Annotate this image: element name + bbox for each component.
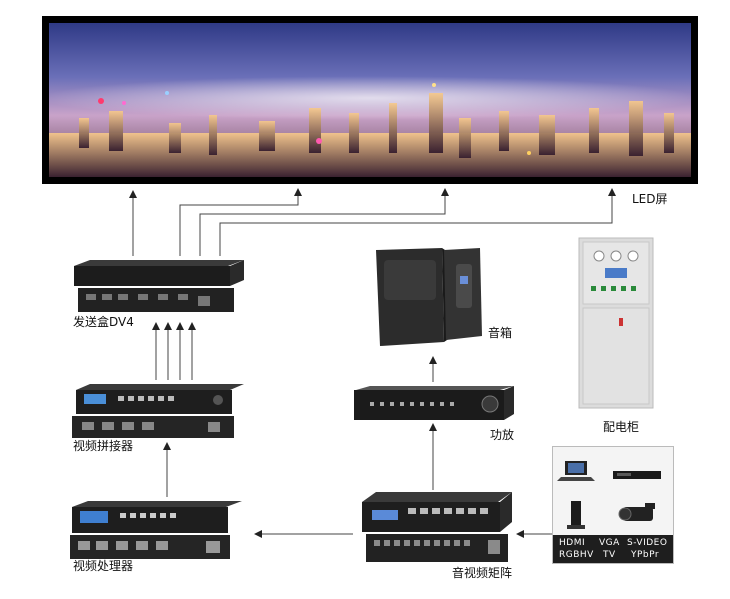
speaker-device xyxy=(376,248,482,346)
source-panel: HDMI VGA S-VIDEO RGBHV TV YPbPr xyxy=(552,446,674,564)
city-night-image xyxy=(49,23,691,177)
source-row2-col2: TV xyxy=(603,550,616,560)
led-screen-label: LED屏 xyxy=(632,192,668,206)
speaker-label: 音箱 xyxy=(488,326,513,340)
video-splicer-device xyxy=(72,384,244,438)
laptop-icon xyxy=(557,461,595,481)
source-row2-col1: RGBHV xyxy=(559,550,594,560)
source-row1-col1: HDMI xyxy=(559,538,586,548)
source-row2-col3: YPbPr xyxy=(631,550,660,560)
amplifier-label: 功放 xyxy=(490,428,515,442)
distribution-cabinet-device xyxy=(578,237,654,409)
video-splicer-label: 视频拼接器 xyxy=(73,439,134,453)
video-processor-device xyxy=(70,501,242,559)
dvd-player-icon xyxy=(613,471,661,479)
source-devices-image xyxy=(557,461,661,529)
source-row1-col2: VGA xyxy=(599,538,620,548)
sender-box-device xyxy=(74,260,244,312)
tv-box-icon xyxy=(567,501,585,529)
sender-box-label: 发送盒DV4 xyxy=(73,315,134,329)
camcorder-icon xyxy=(618,503,655,521)
distribution-cabinet-label: 配电柜 xyxy=(603,420,640,434)
video-processor-label: 视频处理器 xyxy=(73,559,134,573)
source-label-strip: HDMI VGA S-VIDEO RGBHV TV YPbPr xyxy=(553,535,673,563)
led-screen xyxy=(42,16,698,184)
source-row1-col3: S-VIDEO xyxy=(627,538,668,548)
av-matrix-label: 音视频矩阵 xyxy=(452,566,513,580)
av-matrix-device xyxy=(362,492,512,562)
amplifier-device xyxy=(354,386,514,420)
